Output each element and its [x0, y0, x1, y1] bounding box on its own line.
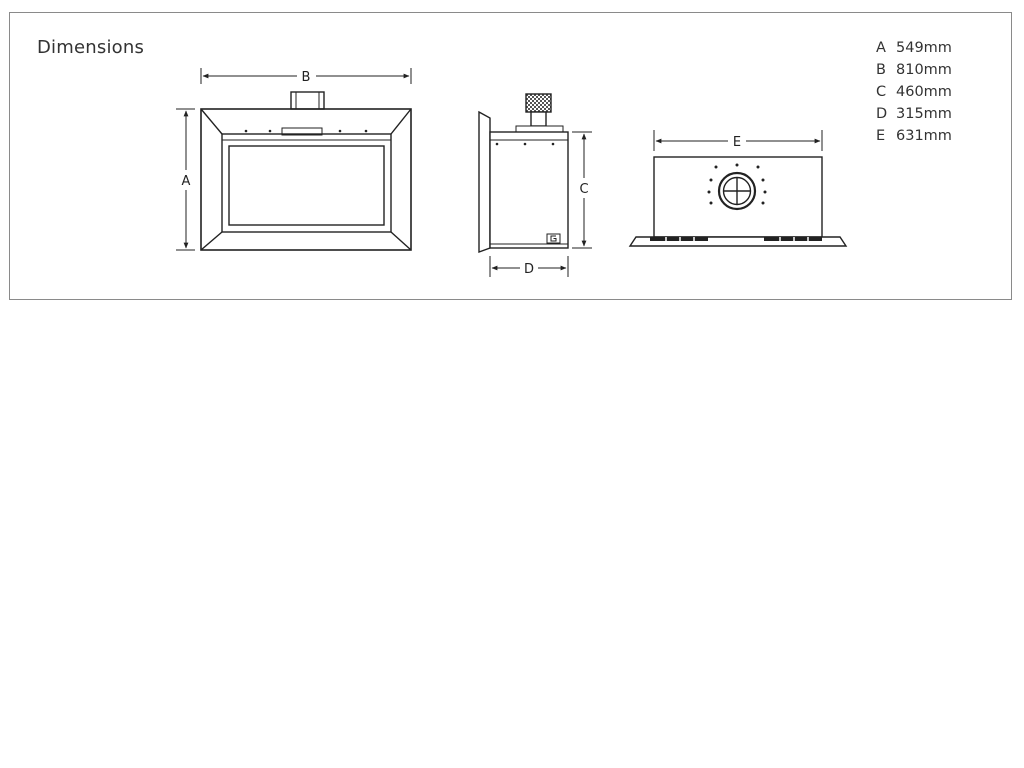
- front-view: [200, 91, 412, 251]
- dimension-b: [200, 68, 412, 84]
- side-body: [489, 131, 569, 249]
- top-body: [653, 156, 823, 238]
- side-view: [478, 93, 569, 253]
- front-inner-frame: [221, 133, 392, 233]
- dimension-label-b: B: [302, 70, 311, 85]
- top-bolt-holes: [707, 163, 767, 205]
- dimension-d: [489, 256, 569, 277]
- dimension-label-d: D: [524, 262, 534, 277]
- dimension-label-c: C: [579, 182, 588, 197]
- side-front-plate: [478, 110, 491, 253]
- page-title: Dimensions: [37, 37, 145, 58]
- dimension-c: [572, 131, 592, 249]
- top-flue-ring: [717, 171, 757, 211]
- top-view: [628, 156, 848, 247]
- front-glass-panel: [228, 145, 385, 226]
- dimension-label-a: A: [182, 174, 191, 189]
- dimension-a: [176, 108, 195, 251]
- side-flue-mesh: [525, 93, 552, 113]
- front-outer-frame: [200, 108, 412, 251]
- dimension-label-e: E: [733, 135, 741, 150]
- dimension-e: [653, 130, 823, 151]
